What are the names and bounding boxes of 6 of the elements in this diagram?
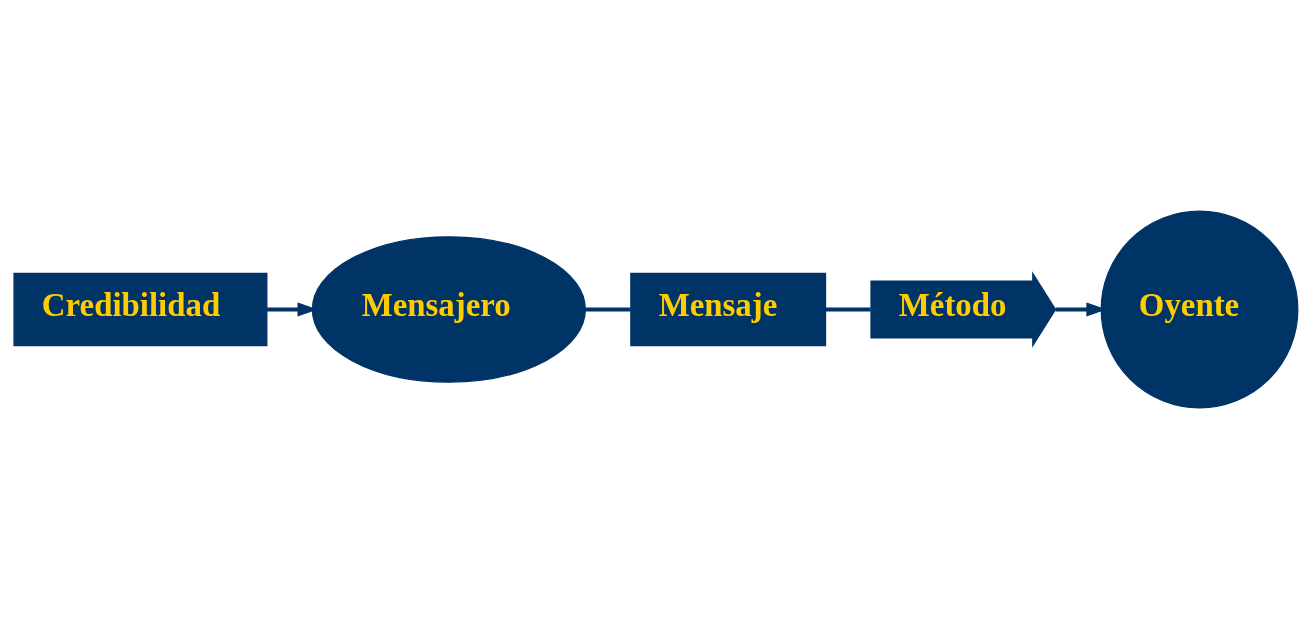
node-box: Mensaje bbox=[630, 272, 827, 347]
connector bbox=[585, 307, 631, 312]
node-circle: Oyente bbox=[1100, 210, 1299, 409]
node-ellipse: Mensajero bbox=[311, 236, 586, 383]
connector bbox=[825, 307, 871, 312]
node-box: Credibilidad bbox=[13, 272, 268, 347]
